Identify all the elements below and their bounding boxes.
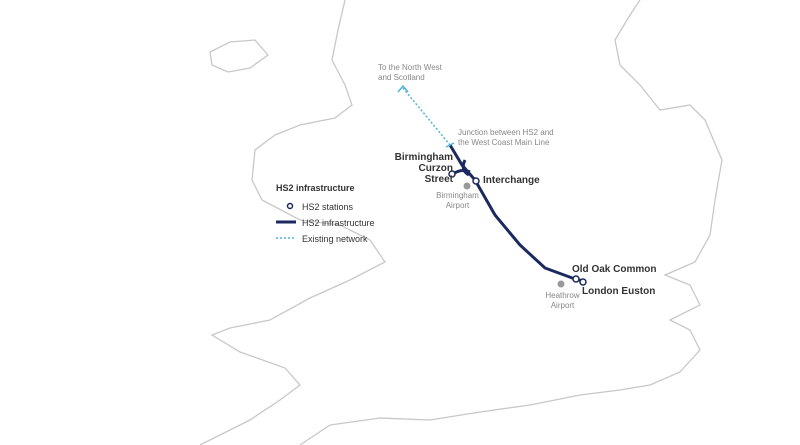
bham-airport-label: Birmingham Airport <box>436 191 479 210</box>
existing-network-line <box>402 87 451 146</box>
station-oldoak-marker[interactable] <box>572 275 580 283</box>
station-curzon-marker[interactable] <box>448 170 456 178</box>
station-symbol-icon <box>276 201 296 213</box>
north-label: To the North West and Scotland <box>378 63 442 82</box>
bham-airport-icon <box>463 182 471 190</box>
station-euston-marker[interactable] <box>579 278 587 286</box>
legend-label: HS2 infrastructure <box>302 218 375 228</box>
legend-item-stations: HS2 stations <box>276 199 375 215</box>
hs2-line <box>448 144 584 283</box>
heathrow-airport-icon <box>557 280 565 288</box>
coastline <box>199 0 723 445</box>
legend-item-existing: Existing network <box>276 231 375 247</box>
legend-title: HS2 infrastructure <box>276 183 355 193</box>
solid-line-icon <box>276 217 296 229</box>
north-arrow-icon <box>397 84 409 93</box>
station-interchange-marker[interactable] <box>472 177 480 185</box>
dotted-line-icon <box>276 233 296 245</box>
anglesey-outline <box>209 39 269 73</box>
heathrow-label: Heathrow Airport <box>545 291 580 310</box>
junction-label: Junction between HS2 and the West Coast … <box>458 128 554 147</box>
legend-label: HS2 stations <box>302 202 354 212</box>
station-euston-label: London Euston <box>582 286 656 297</box>
legend-label: Existing network <box>302 234 368 244</box>
junction-marker-icon <box>445 142 455 148</box>
legend: HS2 infrastructure HS2 stations HS2 infr… <box>276 183 375 247</box>
legend-item-infrastructure: HS2 infrastructure <box>276 215 375 231</box>
station-curzon-label: Birmingham Curzon Street <box>394 152 453 185</box>
station-oldoak-label: Old Oak Common <box>572 264 657 275</box>
station-interchange-label: Interchange <box>483 175 540 186</box>
